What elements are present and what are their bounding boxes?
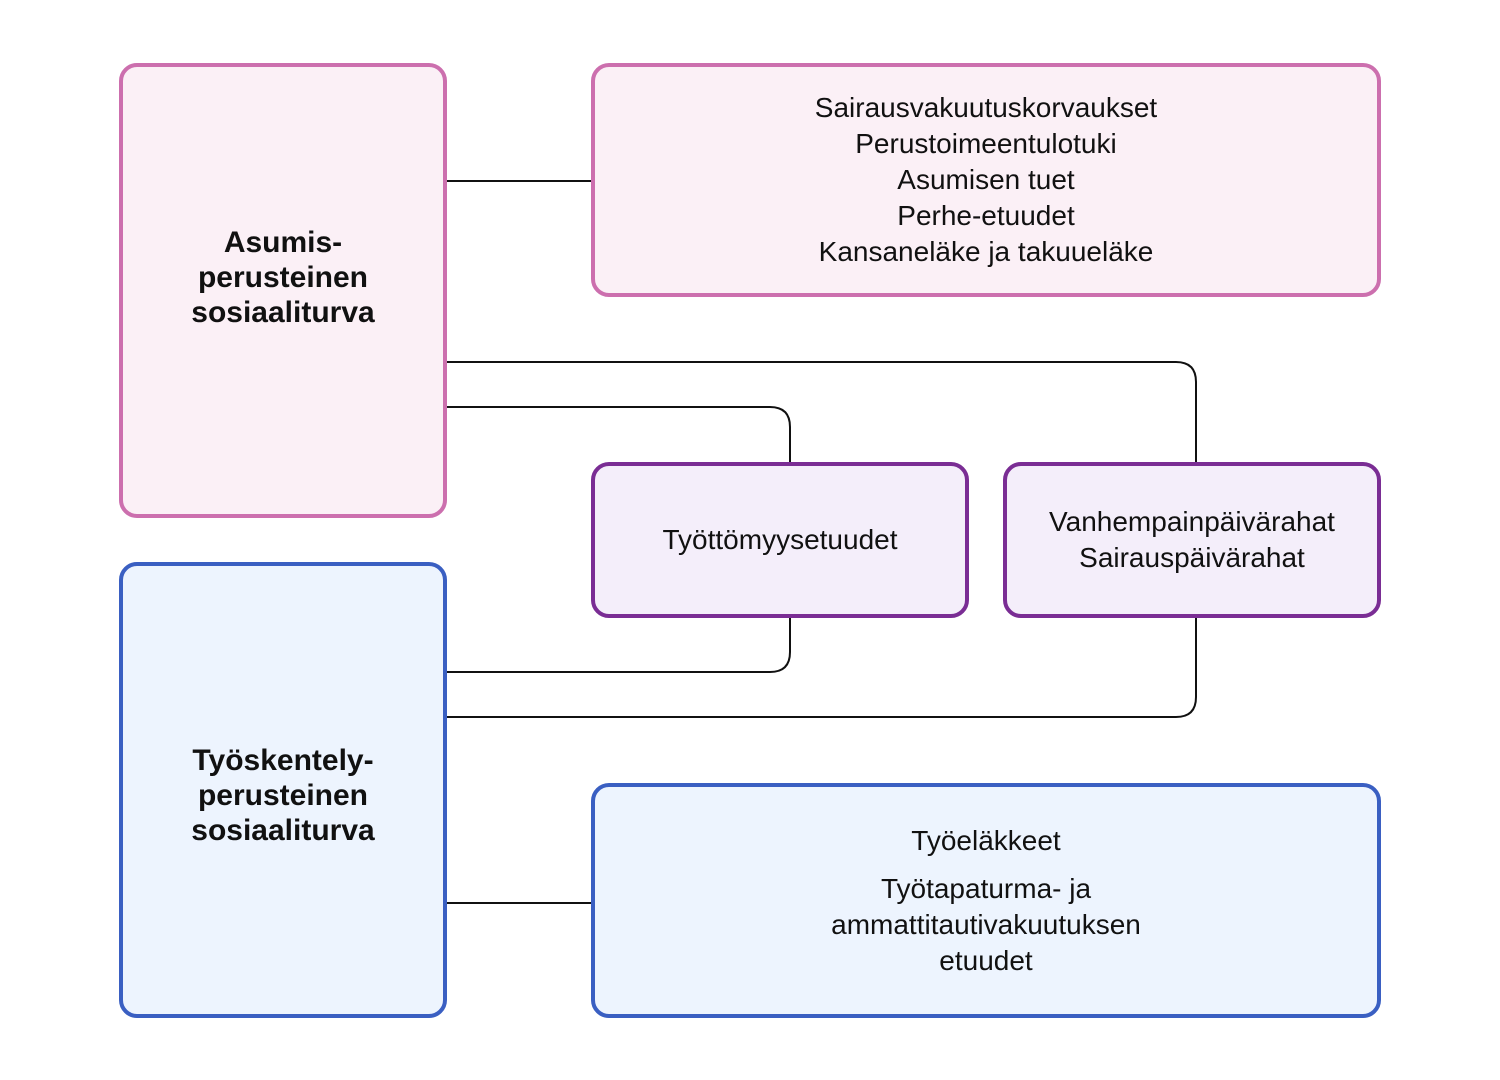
work-benefit-item: etuudet <box>939 944 1033 976</box>
work-benefit-item: Työtapaturma- ja <box>880 872 1092 904</box>
daily-allowance-item: Vanhempainpäivärahat <box>1049 506 1335 537</box>
residence-benefit-item: Kansaneläke ja takuueläke <box>818 236 1154 267</box>
residence-benefit-item: Perustoimeentulotuki <box>855 128 1117 159</box>
residence-benefit-item: Perhe-etuudet <box>897 200 1075 231</box>
connector-unemployment-to-work <box>447 618 791 673</box>
daily-allowance-item: Sairauspäivärahat <box>1079 542 1305 573</box>
connector-daily-allowances-to-work <box>447 618 1197 718</box>
work-benefit-item: ammattitautivakuutuksen <box>831 908 1141 940</box>
residence-based-title: Asumis- perusteinen sosiaaliturva <box>191 226 375 329</box>
work-benefits-box: Työeläkkeet Työtapaturma- ja ammattitaut… <box>591 783 1381 1018</box>
residence-benefit-item: Asumisen tuet <box>897 164 1075 195</box>
work-benefit-item: Työeläkkeet <box>911 824 1061 856</box>
residence-benefit-item: Sairausvakuutuskorvaukset <box>814 92 1158 123</box>
work-based-box: Työskentely- perusteinen sosiaaliturva <box>119 562 447 1018</box>
daily-allowances-box: Vanhempainpäivärahat Sairauspäivärahat <box>1003 462 1381 618</box>
residence-benefits-box: Sairausvakuutuskorvaukset Perustoimeentu… <box>591 63 1381 297</box>
connector-residence-to-daily-allowances <box>447 361 1197 462</box>
unemployment-box: Työttömyysetuudet <box>591 462 969 618</box>
connector-residence-to-unemployment <box>447 406 791 462</box>
work-based-title: Työskentely- perusteinen sosiaaliturva <box>191 744 375 847</box>
residence-based-box: Asumis- perusteinen sosiaaliturva <box>119 63 447 518</box>
unemployment-item: Työttömyysetuudet <box>662 524 898 555</box>
